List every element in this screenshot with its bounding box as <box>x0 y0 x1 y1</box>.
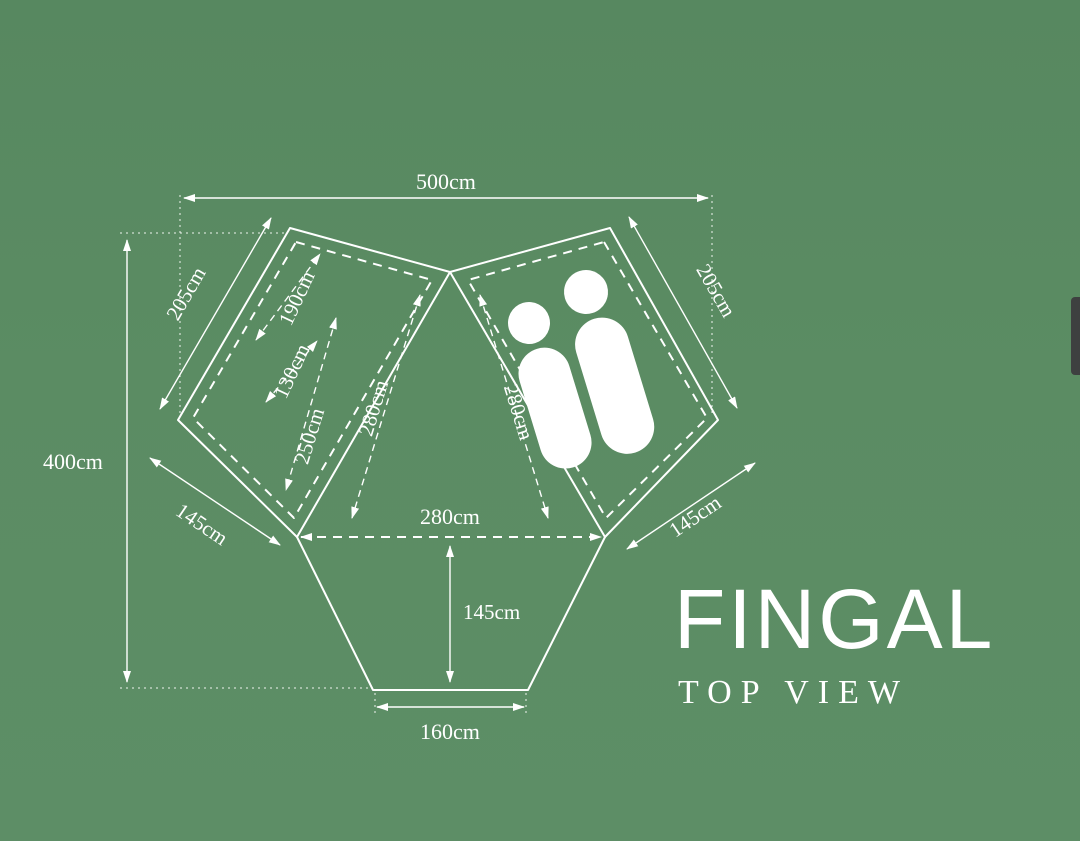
tent-outline <box>177 227 719 691</box>
dimension-total-width: 500cm <box>183 169 709 202</box>
dim-label-total-height: 400cm <box>43 449 103 474</box>
dimension-inner-foot-width: 130cm <box>265 340 318 403</box>
dim-label-center-width: 280cm <box>420 504 480 529</box>
dim-label-inner-length: 250cm <box>289 405 329 467</box>
product-title: FINGAL <box>674 572 995 666</box>
dimension-inner-head-width: 190cm <box>255 253 321 341</box>
dimension-bottom-left-edge: 145cm <box>149 457 281 550</box>
dimension-porch-front: 160cm <box>376 703 525 744</box>
dimension-total-height: 400cm <box>43 239 131 683</box>
dim-label-bottom-left-edge: 145cm <box>172 498 233 550</box>
dim-label-total-width: 500cm <box>416 169 476 194</box>
dim-label-top-left-edge: 205cm <box>161 263 210 324</box>
sleeping-bag-right-icon <box>564 270 655 454</box>
dim-label-bedroom-left-length: 280cm <box>353 377 393 439</box>
view-subtitle: TOP VIEW <box>678 674 909 711</box>
dimension-bedroom-left-length: 280cm <box>351 294 421 519</box>
dim-label-porch-depth: 145cm <box>463 600 520 624</box>
dim-label-porch-front: 160cm <box>420 719 480 744</box>
dimension-center-width: 280cm <box>300 504 602 541</box>
dim-label-inner-head-width: 190cm <box>274 267 320 329</box>
dim-label-inner-foot-width: 130cm <box>269 340 315 402</box>
dim-label-top-right-edge: 205cm <box>691 260 740 321</box>
scrollbar-thumb[interactable] <box>1071 297 1080 375</box>
dimension-bottom-right-edge: 145cm <box>626 462 756 550</box>
dimension-porch-depth: 145cm <box>446 545 520 683</box>
porch-outline <box>296 536 606 691</box>
dim-label-bottom-right-edge: 145cm <box>665 490 726 542</box>
